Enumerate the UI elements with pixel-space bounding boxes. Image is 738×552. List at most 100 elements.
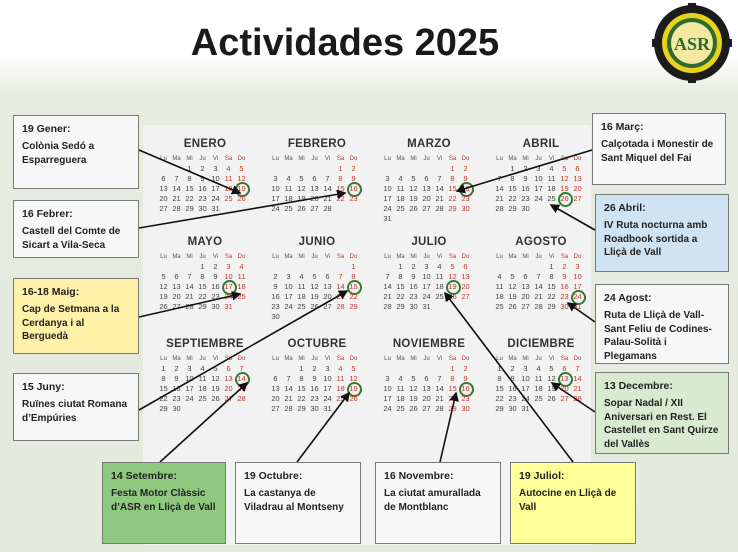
day-cell: 5 <box>239 164 244 173</box>
weekday-header: Vi <box>548 156 555 162</box>
day-cell: 4 <box>398 374 403 383</box>
weekday-header: Mi <box>298 254 305 260</box>
day-cell: 22 <box>185 194 194 203</box>
weekday-header: Ma <box>284 254 293 260</box>
weekday-header: Vi <box>436 356 443 362</box>
day-cell: 30 <box>271 312 280 321</box>
day-cell: 23 <box>172 394 181 403</box>
day-cell: 15 <box>448 184 457 193</box>
day-cell: 3 <box>385 174 390 183</box>
weekday-header: Vi <box>436 156 443 162</box>
day-cell: 26 <box>409 204 418 213</box>
month-name: NOVIEMBRE <box>392 338 466 350</box>
weekday-header: Lu <box>160 156 167 162</box>
day-cell: 17 <box>573 282 582 291</box>
day-cell: 28 <box>435 404 444 413</box>
day-cell: 7 <box>575 364 580 373</box>
day-cell: 6 <box>161 174 166 183</box>
event-box: 15 Juny:Ruïnes ciutat Romana d’Empúries <box>13 373 139 441</box>
day-cell: 19 <box>409 194 418 203</box>
day-cell: 18 <box>297 292 306 301</box>
day-cell: 13 <box>573 174 582 183</box>
day-cell: 18 <box>495 292 504 301</box>
weekday-header: Lu <box>496 156 503 162</box>
day-cell: 27 <box>159 204 168 213</box>
day-cell: 13 <box>521 282 530 291</box>
empty-cell <box>282 164 295 174</box>
day-cell: 23 <box>508 394 517 403</box>
day-cell: 15 <box>396 282 405 291</box>
day-cell: 23 <box>521 194 530 203</box>
day-cell: 13 <box>224 374 233 383</box>
empty-cell <box>433 164 446 174</box>
day-cell: 9 <box>523 174 528 183</box>
day-cell: 3 <box>226 262 231 271</box>
day-cell: 14 <box>495 184 504 193</box>
day-cell: 7 <box>437 174 442 183</box>
weekday-header: Ju <box>535 356 542 362</box>
day-cell: 19 <box>409 394 418 403</box>
day-cell: 6 <box>312 174 317 183</box>
day-cell: 14 <box>383 282 392 291</box>
event-box: 14 Setembre:Festa Motor Clàssic d’ASR en… <box>102 462 226 544</box>
weekday-header: Mi <box>186 254 193 260</box>
day-cell: 4 <box>549 164 554 173</box>
day-cell: 5 <box>161 272 166 281</box>
day-cell: 19 <box>159 292 168 301</box>
day-cell: 10 <box>521 374 530 383</box>
day-cell: 9 <box>273 282 278 291</box>
event-box: 19 Juliol:Autocine en Lliçà de Vall <box>510 462 636 544</box>
day-cell: 22 <box>198 292 207 301</box>
circled-day: 16 <box>347 182 362 197</box>
event-description: IV Ruta nocturna amb Roadbook sortida a … <box>604 220 708 259</box>
day-cell: 1 <box>450 364 455 373</box>
day-cell: 28 <box>323 204 332 213</box>
event-date: 15 Juny: <box>22 381 65 393</box>
day-cell: 10 <box>573 272 582 281</box>
day-cell: 6 <box>424 374 429 383</box>
day-cell: 22 <box>159 394 168 403</box>
weekday-header: Do <box>573 356 582 362</box>
weekday-header: Ma <box>396 254 405 260</box>
weekday-header: Lu <box>272 356 279 362</box>
day-cell: 31 <box>383 214 392 223</box>
day-cell: 8 <box>497 374 502 383</box>
day-cell: 11 <box>336 374 345 383</box>
weekday-header: Do <box>349 254 358 260</box>
event-description: La castanya de Viladrau al Montseny <box>244 488 344 513</box>
day-cell: 15 <box>185 184 194 193</box>
day-cell: 25 <box>534 394 543 403</box>
day-cell: 28 <box>573 394 582 403</box>
day-cell: 12 <box>508 282 517 291</box>
empty-cell <box>282 364 295 374</box>
day-cell: 18 <box>435 282 444 291</box>
weekday-header: Do <box>349 356 358 362</box>
event-date: 16 Març: <box>601 121 644 133</box>
day-cell: 29 <box>396 302 405 311</box>
day-cell: 31 <box>422 302 431 311</box>
day-cell: 4 <box>497 272 502 281</box>
day-cell: 6 <box>463 262 468 271</box>
day-cell: 20 <box>521 292 530 301</box>
weekday-header: Mi <box>522 254 529 260</box>
day-cell: 26 <box>409 404 418 413</box>
day-cell: 3 <box>325 364 330 373</box>
day-cell: 8 <box>351 272 356 281</box>
day-cell: 18 <box>547 184 556 193</box>
day-cell: 1 <box>161 364 166 373</box>
day-cell: 27 <box>323 302 332 311</box>
circled-day: 24 <box>571 290 586 305</box>
weekday-header: Sa <box>336 356 345 362</box>
day-cell: 28 <box>495 204 504 213</box>
day-cell: 30 <box>310 404 319 413</box>
day-cell: 3 <box>424 262 429 271</box>
weekday-header: Lu <box>160 254 167 260</box>
day-cell: 29 <box>185 204 194 213</box>
day-cell: 18 <box>396 394 405 403</box>
day-cell: 12 <box>297 184 306 193</box>
day-cell: 8 <box>187 174 192 183</box>
weekday-header: Do <box>237 254 246 260</box>
